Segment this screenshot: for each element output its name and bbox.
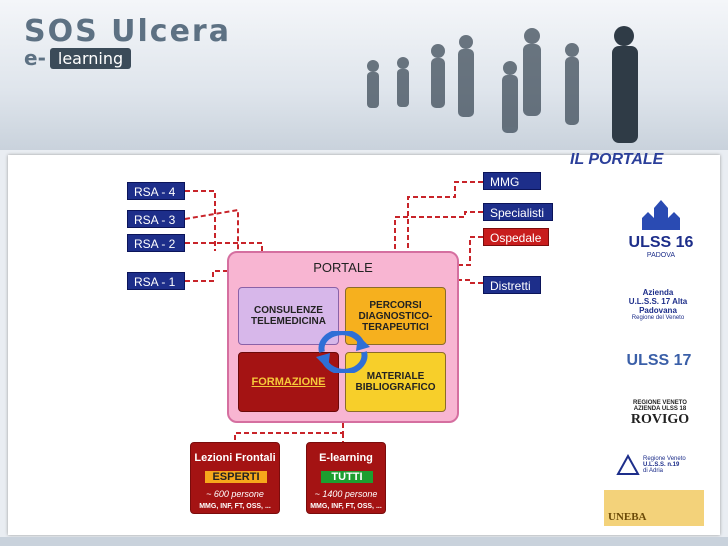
adria-sub: di Adria: [643, 468, 664, 474]
footer-bar: [0, 537, 728, 546]
brand-learning: learning: [49, 47, 132, 69]
lezioni-title: Lezioni Frontali: [194, 452, 276, 464]
ulss17-logo: ULSS 17: [626, 352, 692, 382]
ulss16-logo: ULSS 16 PADOVA: [628, 198, 694, 274]
aps-sub: Regione del Veneto: [631, 315, 685, 321]
brand-subtitle: e- learning: [24, 46, 132, 70]
ulss19-adria-logo: Regione Veneto U.L.S.S. n.19 di Adria: [616, 450, 694, 480]
rovigo-name: ROVIGO: [630, 412, 690, 427]
rsa-4-node[interactable]: RSA - 4: [127, 182, 185, 200]
adria-text: Regione Veneto U.L.S.S. n.19 di Adria: [643, 456, 686, 474]
percorsi-box[interactable]: PERCORSI DIAGNOSTICO- TERAPEUTICI: [345, 287, 446, 345]
brand-e: e-: [24, 46, 46, 70]
rsa-3-node[interactable]: RSA - 3: [127, 210, 185, 228]
cycle-arrows-icon: [316, 331, 370, 373]
rsa-2-node[interactable]: RSA - 2: [127, 234, 185, 252]
ulss17-name: ULSS 17: [626, 352, 692, 369]
lezioni-prof: MMG, INF, FT, OSS, ...: [199, 503, 271, 510]
specialisti-node[interactable]: Specialisti: [483, 203, 553, 221]
elearning-prof: MMG, INF, FT, OSS, ...: [310, 503, 382, 510]
elearning-title: E-learning: [319, 452, 373, 464]
aps-name: U.L.S.S. 17 Alta Padovana: [628, 297, 688, 315]
rsa-1-node[interactable]: RSA - 1: [127, 272, 185, 290]
materiale-label: MATERIALE BIBLIOGRAFICO: [355, 371, 436, 393]
people-silhouettes-icon: [367, 26, 638, 143]
aps-title: Azienda: [642, 288, 674, 297]
uneba-logo: UNEBA: [604, 490, 704, 526]
formazione-label: FORMAZIONE: [251, 376, 326, 388]
elearning-count: ~ 1400 persone: [314, 489, 378, 499]
rovigo-mid: AZIENDA ULSS 18: [633, 406, 687, 412]
ulss16-sub: PADOVA: [646, 252, 676, 259]
ulss17-alta-padovana-logo: Azienda U.L.S.S. 17 Alta Padovana Region…: [616, 288, 700, 330]
distretti-node[interactable]: Distretti: [483, 276, 541, 294]
brand-title: SOS Ulcera: [24, 14, 231, 49]
mmg-node[interactable]: MMG: [483, 172, 541, 190]
header-banner: SOS Ulcera e- learning: [0, 0, 728, 150]
percorsi-label: PERCORSI DIAGNOSTICO- TERAPEUTICI: [358, 299, 433, 333]
ospedale-node[interactable]: Ospedale: [483, 228, 549, 246]
ulss16-name: ULSS 16: [628, 234, 694, 251]
adria-mid: U.L.S.S. n.19: [643, 462, 680, 468]
ulss18-rovigo-logo: REGIONE VENETO AZIENDA ULSS 18 ROVIGO: [626, 400, 694, 434]
tutti-badge: TUTTI: [321, 471, 373, 483]
esperti-badge: ESPERTI: [205, 471, 267, 483]
adria-top: Regione Veneto: [643, 456, 686, 462]
portale-title: PORTALE: [313, 260, 373, 275]
consulenze-box[interactable]: CONSULENZE TELEMEDICINA: [238, 287, 339, 345]
lezioni-frontali-box[interactable]: Lezioni Frontali ESPERTI ~ 600 persone M…: [190, 442, 280, 514]
consulenze-label: CONSULENZE TELEMEDICINA: [251, 305, 326, 327]
elearning-box[interactable]: E-learning TUTTI ~ 1400 persone MMG, INF…: [306, 442, 386, 514]
rovigo-top: REGIONE VENETO: [633, 400, 687, 406]
triangle-icon: [616, 454, 640, 475]
basilica-icon: [642, 200, 680, 230]
uneba-name: UNEBA: [608, 511, 647, 523]
lezioni-count: ~ 600 persone: [206, 489, 264, 499]
page-title: IL PORTALE: [570, 151, 664, 168]
